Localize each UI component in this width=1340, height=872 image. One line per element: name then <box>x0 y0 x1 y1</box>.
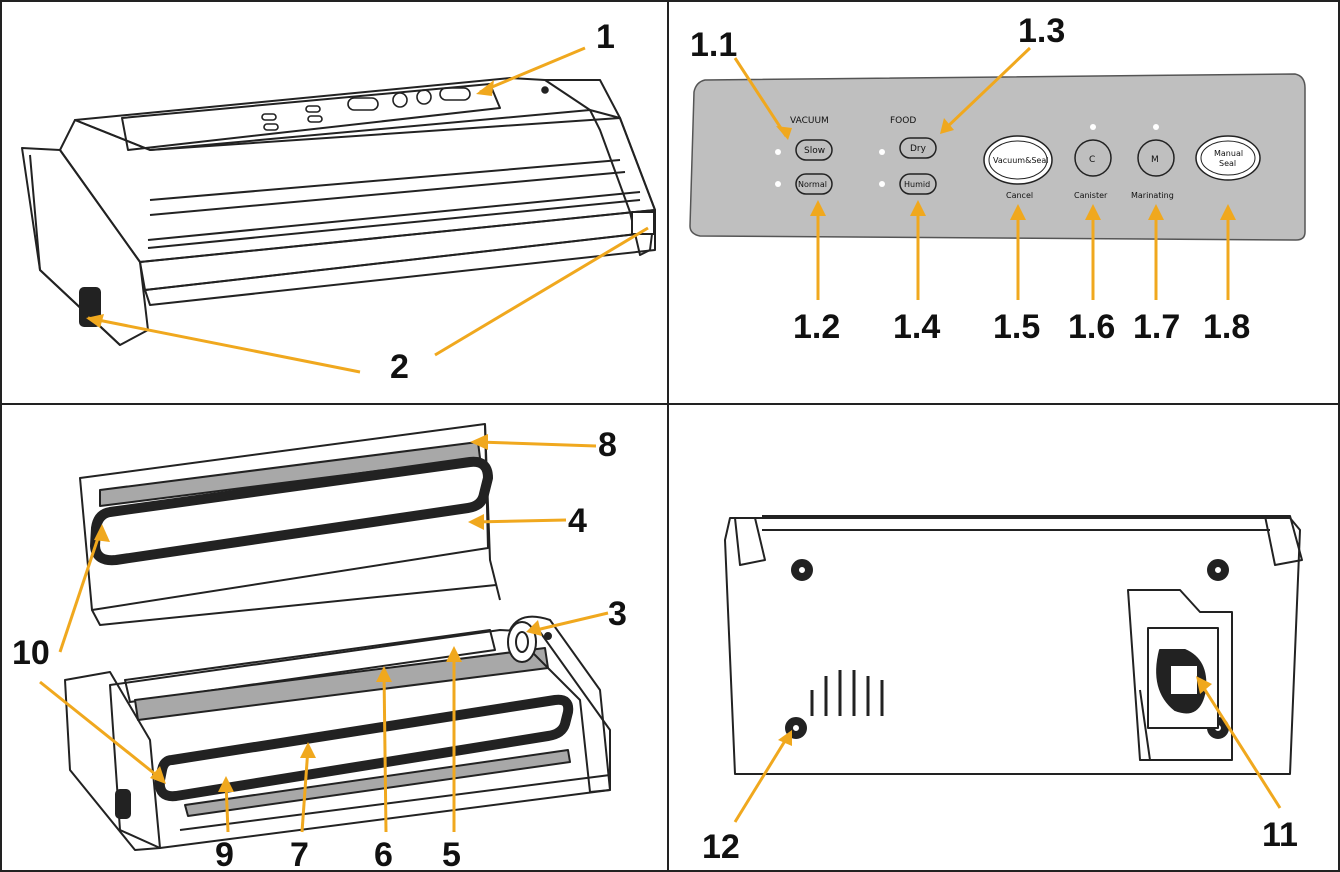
callout-1-2: 1.2 <box>793 308 840 346</box>
button-canister <box>1074 139 1112 177</box>
callout-9: 9 <box>215 836 234 872</box>
callout-10: 10 <box>12 634 50 672</box>
panel-top-right: VACUUM Slow Normal FOOD Dry Humid Vacuum… <box>689 46 1306 300</box>
callout-4: 4 <box>568 502 587 540</box>
label-marinating: Marinating <box>1131 191 1174 200</box>
callout-1-3: 1.3 <box>1018 12 1065 50</box>
arrowheads-top-right <box>776 118 1236 220</box>
callout-5: 5 <box>442 836 461 872</box>
label-vacuum-seal: Vacuum&Seal <box>993 156 1048 165</box>
button-manual-seal <box>1195 135 1261 181</box>
callout-3: 3 <box>608 595 627 633</box>
callout-6: 6 <box>374 836 393 872</box>
button-vacuum-seal-ring <box>988 140 1048 180</box>
label-food: FOOD <box>890 116 916 126</box>
sealer-open-drawing <box>64 423 611 851</box>
button-dry <box>899 137 937 159</box>
callout-1-4: 1.4 <box>893 308 940 346</box>
led-dry <box>879 149 885 155</box>
label-dry: Dry <box>910 144 927 154</box>
arrowheads-bottom-right <box>778 676 1212 746</box>
label-normal: Normal <box>798 180 827 189</box>
label-seal: Seal <box>1219 159 1236 168</box>
panel-top-left <box>21 46 656 374</box>
callout-1: 1 <box>596 18 615 56</box>
leader-lines-bottom-left <box>39 440 609 833</box>
label-canister: Canister <box>1074 191 1108 200</box>
label-c: C <box>1089 155 1095 165</box>
panel-bottom-right <box>724 515 1303 823</box>
led-marinating <box>1153 124 1159 130</box>
label-vacuum: VACUUM <box>790 116 829 126</box>
led-humid <box>879 181 885 187</box>
button-manual-seal-ring <box>1200 140 1256 176</box>
leader-lines-top-right <box>733 46 1230 300</box>
callout-1-5: 1.5 <box>993 308 1040 346</box>
callout-12: 12 <box>702 828 740 866</box>
callout-1-6: 1.6 <box>1068 308 1115 346</box>
button-normal <box>795 173 833 195</box>
callout-1-7: 1.7 <box>1133 308 1180 346</box>
label-cancel: Cancel <box>1006 191 1033 200</box>
callout-11: 11 <box>1262 816 1298 854</box>
panel-bottom-left <box>39 423 611 851</box>
callout-7: 7 <box>290 836 309 872</box>
led-normal <box>775 181 781 187</box>
sealer-closed-drawing <box>21 77 656 346</box>
label-manual: Manual <box>1214 149 1243 158</box>
sealer-underside-drawing <box>724 515 1303 775</box>
led-slow <box>775 149 781 155</box>
arrowheads-bottom-left <box>94 434 542 792</box>
leader-lines-top-left <box>87 46 649 374</box>
leader-lines-bottom-right <box>733 681 1282 823</box>
label-m: M <box>1151 155 1159 165</box>
label-slow: Slow <box>804 146 825 156</box>
callout-2: 2 <box>390 348 409 386</box>
button-humid <box>899 173 937 195</box>
led-canister <box>1090 124 1096 130</box>
button-marinating <box>1137 139 1175 177</box>
arrowhead-2 <box>86 314 104 328</box>
callout-1-8: 1.8 <box>1203 308 1250 346</box>
callout-8: 8 <box>598 426 617 464</box>
label-humid: Humid <box>904 180 930 189</box>
button-vacuum-seal <box>983 135 1053 185</box>
arrowhead-1 <box>476 80 494 96</box>
button-slow <box>795 139 833 161</box>
callout-1-1: 1.1 <box>690 26 737 64</box>
